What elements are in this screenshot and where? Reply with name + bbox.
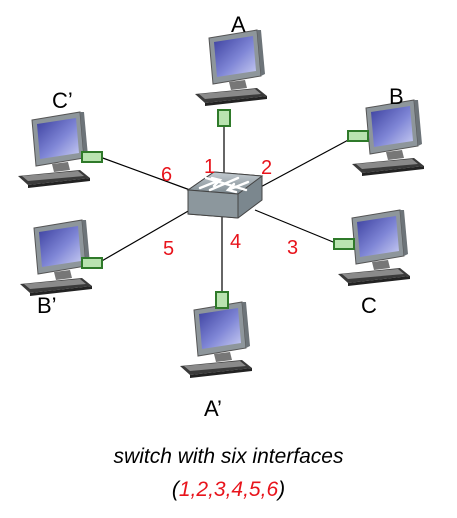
interface-label-3: 3	[287, 237, 299, 259]
host-label-c: C	[361, 293, 377, 318]
interface-label-1: 1	[204, 156, 216, 178]
host-label-a-prime: A’	[204, 396, 222, 421]
host-label-c-prime: C’	[52, 88, 73, 113]
interface-label-6: 6	[161, 164, 173, 186]
computer-c-prime-icon	[17, 111, 91, 189]
link-b-prime	[99, 209, 191, 263]
caption-interface-list: 1,2,3,4,5,6	[178, 478, 279, 501]
link-c-prime	[99, 156, 191, 191]
caption-close-paren: )	[278, 478, 286, 501]
link-c	[254, 209, 339, 245]
adapter-c-prime-icon	[81, 151, 103, 163]
link-b	[254, 137, 353, 191]
caption-open-paren: (	[171, 478, 179, 501]
adapter-b-icon	[347, 130, 369, 142]
switch-icon	[186, 171, 264, 219]
caption-line-2: (1,2,3,4,5,6)	[0, 479, 457, 500]
computer-a-icon	[194, 29, 268, 107]
adapter-a-prime-icon	[215, 291, 229, 309]
computer-a-prime-icon	[179, 301, 253, 379]
adapter-b-prime-icon	[81, 257, 103, 269]
host-label-a: A	[231, 12, 246, 37]
adapter-c-icon	[333, 238, 355, 250]
interface-label-2: 2	[261, 157, 273, 179]
adapter-a-icon	[217, 109, 231, 127]
host-label-b: B	[389, 84, 404, 109]
caption-line-1: switch with six interfaces	[113, 445, 344, 468]
interface-label-5: 5	[163, 238, 175, 260]
interface-label-4: 4	[230, 231, 242, 253]
host-label-b-prime: B’	[37, 293, 57, 318]
